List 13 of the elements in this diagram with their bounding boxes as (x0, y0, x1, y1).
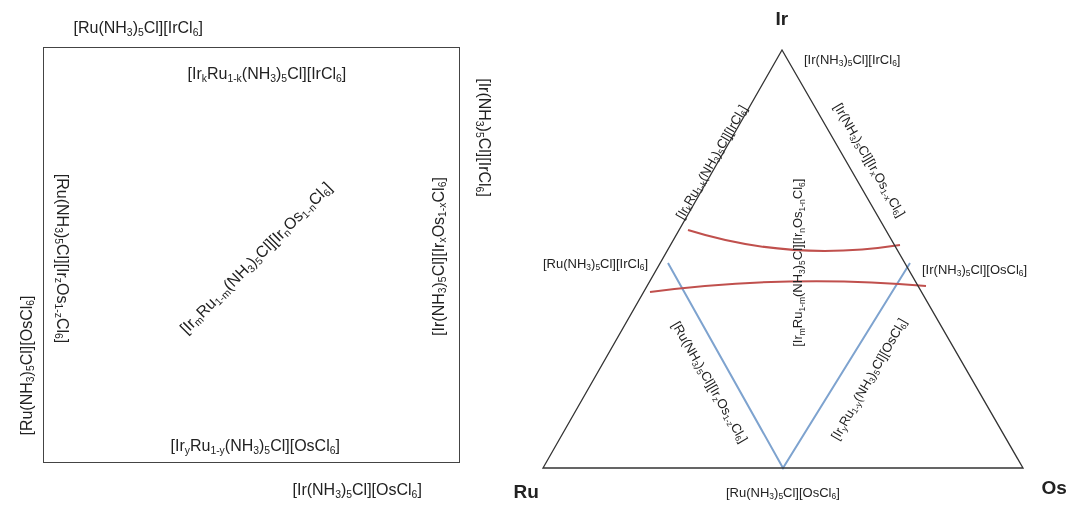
formula-label: [Ir(NH$_{3}$)$_{5}$Cl][OsCl$_{6}$] (922, 262, 1028, 278)
formula-label: [Ir(NH$_{3}$)$_{5}$Cl][IrCl$_{6}$] (804, 52, 901, 68)
formula-label: [Ir$_{k}$Ru$_{1-k}$(NH$_{3}$)$_{5}$Cl][IrCl$_{6}$] (187, 64, 347, 84)
element-label: Ru (513, 481, 539, 503)
ternary-triangle (540, 48, 1026, 470)
element-label: Os (1041, 477, 1067, 499)
formula-label: [Ru(NH$_{3}$)$_{5}$Cl][OsCl$_{6}$] (726, 485, 840, 501)
formula-label: [Ir$_{y}$Ru$_{1-y}$(NH$_{3}$)$_{5}$Cl][OsCl$_{6}$] (170, 436, 340, 456)
formula-label: [Ir(NH$_{3}$)$_{5}$Cl][OsCl$_{6}$] (292, 480, 422, 500)
formula-label: [Ru(NH$_{3}$)$_{5}$Cl][IrCl$_{6}$] (543, 256, 649, 272)
composition-square (43, 47, 460, 463)
formula-label: [Ru(NH$_{3}$)$_{5}$Cl][IrCl$_{6}$] (73, 18, 203, 38)
element-label: Ir (775, 8, 789, 30)
